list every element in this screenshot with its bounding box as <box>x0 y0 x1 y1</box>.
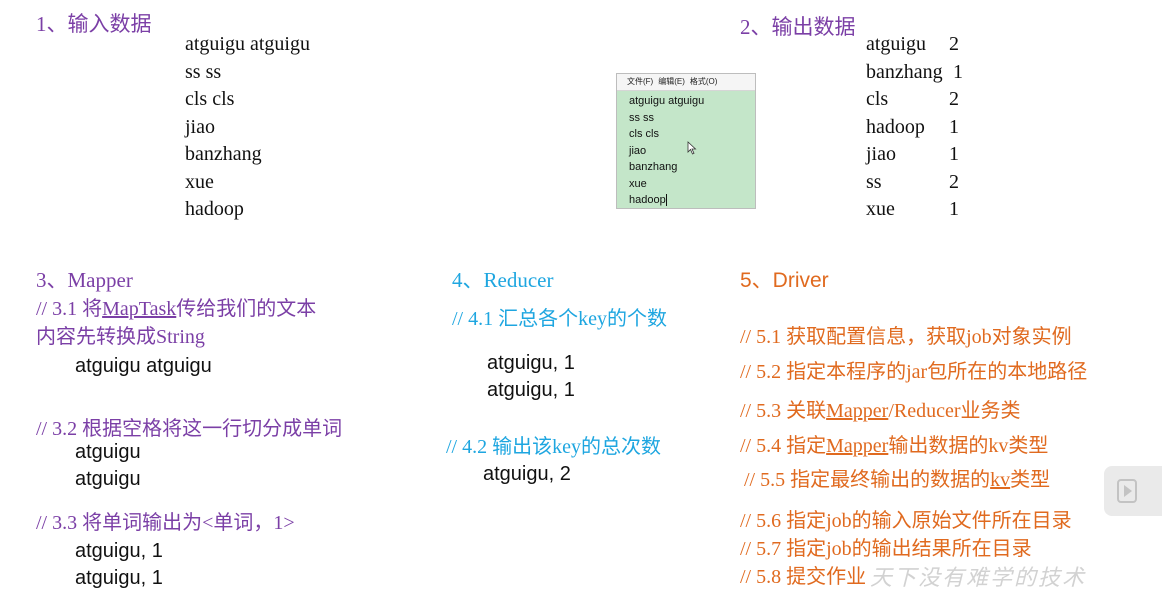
output-row: hadoop 1 <box>866 114 976 142</box>
mapper-step1-prefix: // 3.1 将 <box>36 298 103 320</box>
input-line: jiao <box>185 115 215 138</box>
kv-link[interactable]: kv <box>990 469 1011 491</box>
output-row: ss 2 <box>866 169 976 197</box>
mapper-step3-output: atguigu, 1 <box>75 567 163 589</box>
driver-step-suffix: /Reducer业务类 <box>888 400 1021 422</box>
driver-step: // 5.3 关联Mapper/Reducer业务类 <box>740 394 1021 423</box>
mapper-step1-line2: 内容先转换成String <box>36 326 205 348</box>
mapper-link[interactable]: Mapper <box>826 400 889 422</box>
driver-step: // 5.6 指定job的输入原始文件所在目录 <box>740 504 1072 533</box>
notepad-line: xue <box>629 177 647 190</box>
notepad-line: jiao <box>629 144 647 157</box>
notepad-line: ss ss <box>629 111 655 124</box>
input-line: cls cls <box>185 88 235 110</box>
driver-step: // 5.2 指定本程序的jar包所在的本地路径 <box>740 355 1087 384</box>
notepad-line: cls cls <box>629 128 659 140</box>
driver-step: // 5.4 指定Mapper输出数据的kv类型 <box>740 429 1048 458</box>
driver-step-text: // 5.3 关联 <box>740 400 827 422</box>
notepad-line: hadoop <box>629 194 666 206</box>
output-row: cls 2 <box>866 86 976 114</box>
play-button[interactable] <box>1104 466 1162 516</box>
output-word: banzhang <box>866 60 943 83</box>
output-word: ss <box>866 170 882 193</box>
mapper-link[interactable]: Mapper <box>826 435 889 457</box>
mapper-step2: // 3.2 根据空格将这一行切分成单词 <box>36 418 343 440</box>
menu-file[interactable]: 文件(F) <box>627 77 654 86</box>
input-line: xue <box>185 170 214 193</box>
reducer-step2: // 4.2 输出该key的总次数 <box>446 436 661 458</box>
mapper-step3: // 3.3 将单词输出为<单词，1> <box>36 512 295 534</box>
output-count: 1 <box>949 198 959 220</box>
notepad-text-area[interactable]: atguigu atguigu ss ss cls cls jiao banzh… <box>617 91 755 209</box>
section2-title: 2、输出数据 <box>740 15 856 39</box>
mapper-step1-suffix: 传给我们的文本 <box>176 298 317 320</box>
input-line: banzhang <box>185 143 262 165</box>
notepad-menubar: 文件(F) 编辑(E) 格式(O) <box>617 74 755 91</box>
driver-step: // 5.7 指定job的输出结果所在目录 <box>740 532 1032 561</box>
driver-step-text: // 5.1 获取配置信息，获取job对象实例 <box>740 326 1072 348</box>
mapper-step2-output: atguigu <box>75 468 141 490</box>
mapper-step1-output: atguigu atguigu <box>75 355 212 377</box>
output-count: 2 <box>949 170 959 193</box>
section3-title: 3、Mapper <box>36 268 133 292</box>
driver-step-text: // 5.2 指定本程序的jar包所在的本地路径 <box>740 361 1088 383</box>
maptask-link[interactable]: MapTask <box>102 298 177 320</box>
section5-title: 5、Driver <box>740 269 829 292</box>
driver-step: // 5.5 指定最终输出的数据的kv类型 <box>744 463 1050 492</box>
notepad-window[interactable]: 文件(F) 编辑(E) 格式(O) atguigu atguigu ss ss cl… <box>616 73 756 209</box>
notepad-line: atguigu atguigu <box>629 95 705 107</box>
driver-step-text: // 5.8 提交作业 <box>740 566 867 588</box>
driver-step-suffix: 类型 <box>1010 469 1051 491</box>
driver-step-text: // 5.5 指定最终输出的数据的 <box>744 469 991 491</box>
menu-format[interactable]: 格式(O) <box>689 77 718 86</box>
mapper-step1: // 3.1 将MapTask传给我们的文本 <box>36 292 316 321</box>
output-count: 1 <box>953 60 963 83</box>
mouse-pointer-icon <box>687 141 697 155</box>
driver-step-text: // 5.7 指定job的输出结果所在目录 <box>740 538 1032 560</box>
reducer-step1-output: atguigu, 1 <box>487 379 575 401</box>
reducer-step2-output: atguigu, 2 <box>483 463 571 485</box>
output-word: jiao <box>866 143 896 165</box>
output-data-table: atguigu 2 banzhang 1 cls 2 hadoop 1 jiao 1 ss… <box>866 31 976 224</box>
input-line: atguigu atguigu <box>185 33 310 55</box>
notepad-line: banzhang <box>629 161 678 173</box>
output-word: xue <box>866 198 895 220</box>
driver-step: // 5.8 提交作业 <box>740 560 866 589</box>
reducer-step1: // 4.1 汇总各个key的个数 <box>452 308 667 330</box>
output-word: atguigu <box>866 33 926 55</box>
input-line: hadoop <box>185 198 244 220</box>
output-word: hadoop <box>866 115 925 138</box>
mapper-step2-output: atguigu <box>75 441 141 463</box>
mapper-step3-output: atguigu, 1 <box>75 540 163 562</box>
output-row: banzhang 1 <box>866 59 976 87</box>
driver-step: // 5.1 获取配置信息，获取job对象实例 <box>740 320 1072 349</box>
menu-edit[interactable]: 编辑(E) <box>658 77 685 86</box>
section1-title: 1、输入数据 <box>36 12 152 36</box>
watermark-text: 天下没有难学的技术 <box>870 565 1087 590</box>
output-row: jiao 1 <box>866 141 976 169</box>
reducer-step1-output: atguigu, 1 <box>487 352 575 374</box>
section4-title: 4、Reducer <box>452 268 554 292</box>
driver-step-text: // 5.6 指定job的输入原始文件所在目录 <box>740 510 1072 532</box>
output-count: 1 <box>949 143 959 165</box>
output-word: cls <box>866 88 889 110</box>
play-icon <box>1117 479 1137 503</box>
output-count: 1 <box>949 115 959 138</box>
driver-step-suffix: 输出数据的kv类型 <box>888 435 1049 457</box>
output-row: atguigu 2 <box>866 31 976 59</box>
input-line: ss ss <box>185 60 222 83</box>
text-caret <box>665 194 667 207</box>
driver-step-text: // 5.4 指定 <box>740 435 827 457</box>
output-count: 2 <box>949 88 959 110</box>
input-data-list: atguigu atguigu ss ss cls cls jiao banzh… <box>185 31 310 224</box>
output-count: 2 <box>949 33 959 55</box>
output-row: xue 1 <box>866 196 976 224</box>
